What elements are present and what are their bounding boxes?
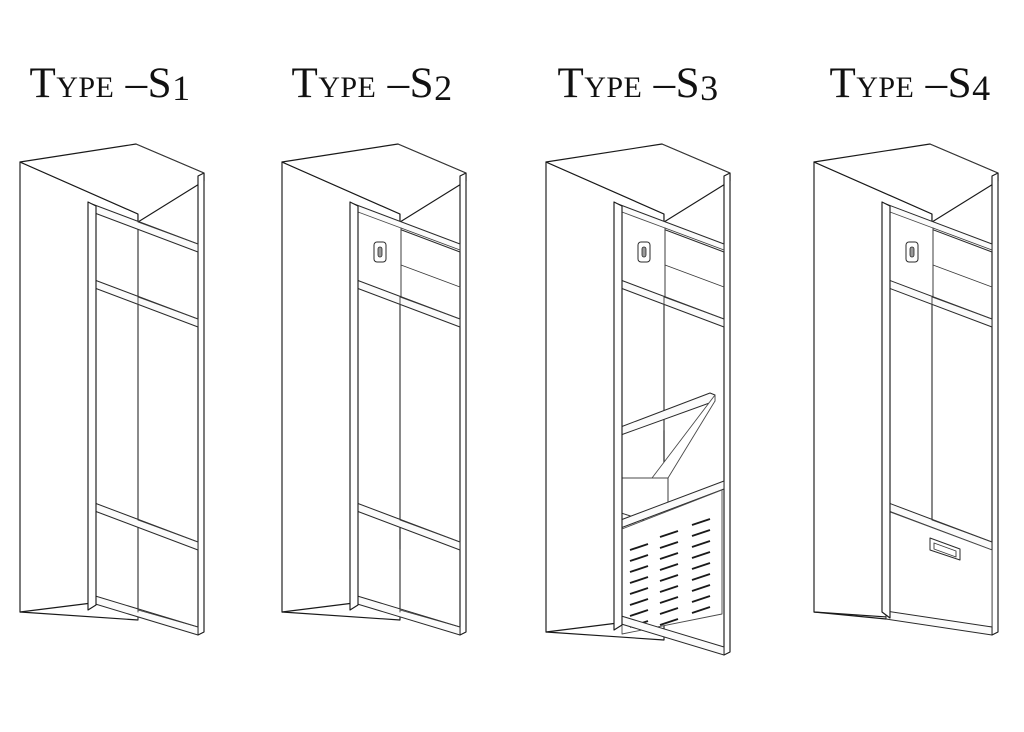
s4-interior-shelf-upper xyxy=(932,264,993,288)
s1-second-shelf-inner xyxy=(137,296,199,320)
lock-icon-s3[interactable] xyxy=(637,241,651,263)
s1-front-bottom-edge xyxy=(19,602,93,613)
type-label-s4-letter: S xyxy=(947,60,973,107)
type-label-s3-letter: S xyxy=(675,60,701,107)
s2-front-bottom-edge xyxy=(281,602,355,613)
s1-upper-shelf-inner xyxy=(137,221,199,245)
s3-rear-wall-edge xyxy=(661,143,731,174)
label-row: Type –S1 Type –S2 Type –S3 Type –S4 xyxy=(0,0,1024,130)
type-label-s1-letter: S xyxy=(147,60,173,107)
cabinet-s3 xyxy=(545,143,731,656)
type-label-s2-word: Type xyxy=(291,60,377,107)
s2-rear-wall-edge xyxy=(397,143,467,174)
vent-slots xyxy=(629,518,711,628)
type-label-s3-dash: – xyxy=(653,60,676,107)
s2-second-shelf-inner xyxy=(399,296,461,320)
s3-front-bottom-edge xyxy=(545,622,619,633)
s4-drawer-shelf-inner xyxy=(931,519,993,543)
s4-right-front-post xyxy=(991,172,999,636)
s4-interior-rear-upper xyxy=(932,227,993,251)
type-label-s2-dash: – xyxy=(387,60,410,107)
s1-front-left-post xyxy=(87,201,97,611)
type-label-s4-dash: – xyxy=(925,60,948,107)
type-label-s1: Type –S1 xyxy=(0,60,220,108)
s2-interior-shelf-upper xyxy=(400,264,461,288)
s4-front-bottom-edge xyxy=(813,611,887,620)
type-label-s4: Type –S4 xyxy=(796,60,1024,108)
s1-base-inner-corner xyxy=(137,609,199,628)
cabinet-s1 xyxy=(19,143,205,636)
s4-front-left-post xyxy=(881,201,891,619)
s2-base-inner-corner xyxy=(399,609,461,628)
type-label-s2: Type –S2 xyxy=(262,60,482,108)
s3-second-shelf-inner xyxy=(663,296,725,320)
s2-lower-shelf-inner xyxy=(399,519,461,543)
drawer-handle-icon[interactable] xyxy=(929,537,961,561)
s3-front-left-post xyxy=(613,201,623,631)
s1-right-front-post xyxy=(197,172,205,636)
s1-rear-wall-edge xyxy=(135,143,205,174)
type-label-s3-word: Type xyxy=(557,60,643,107)
s1-lower-shelf-inner xyxy=(137,519,199,543)
s4-second-shelf-inner xyxy=(931,296,993,320)
s1-left-side-panel xyxy=(19,161,139,621)
type-label-s1-word: Type xyxy=(29,60,115,107)
s4-rear-wall-edge xyxy=(929,143,999,174)
type-label-s2-number: 2 xyxy=(434,68,453,108)
s3-right-front-post xyxy=(723,172,731,656)
s2-front-left-post xyxy=(349,201,359,611)
type-label-s1-dash: – xyxy=(125,60,148,107)
s3-interior-shelf-upper xyxy=(664,264,725,288)
type-label-s4-number: 4 xyxy=(972,68,991,108)
cabinet-s4 xyxy=(813,143,999,636)
s2-interior-rear-upper xyxy=(400,227,461,251)
type-label-s2-letter: S xyxy=(409,60,435,107)
cabinet-s2 xyxy=(281,143,467,636)
s2-right-front-post xyxy=(459,172,467,636)
type-label-s1-number: 1 xyxy=(172,68,191,108)
s3-interior-rear-upper xyxy=(664,227,725,251)
type-label-s3: Type –S3 xyxy=(528,60,748,108)
lock-icon-s4[interactable] xyxy=(905,241,919,263)
lock-icon-s2[interactable] xyxy=(373,241,387,263)
type-label-s3-number: 3 xyxy=(700,68,719,108)
s4-base-floor xyxy=(885,610,993,636)
type-label-s4-word: Type xyxy=(829,60,915,107)
